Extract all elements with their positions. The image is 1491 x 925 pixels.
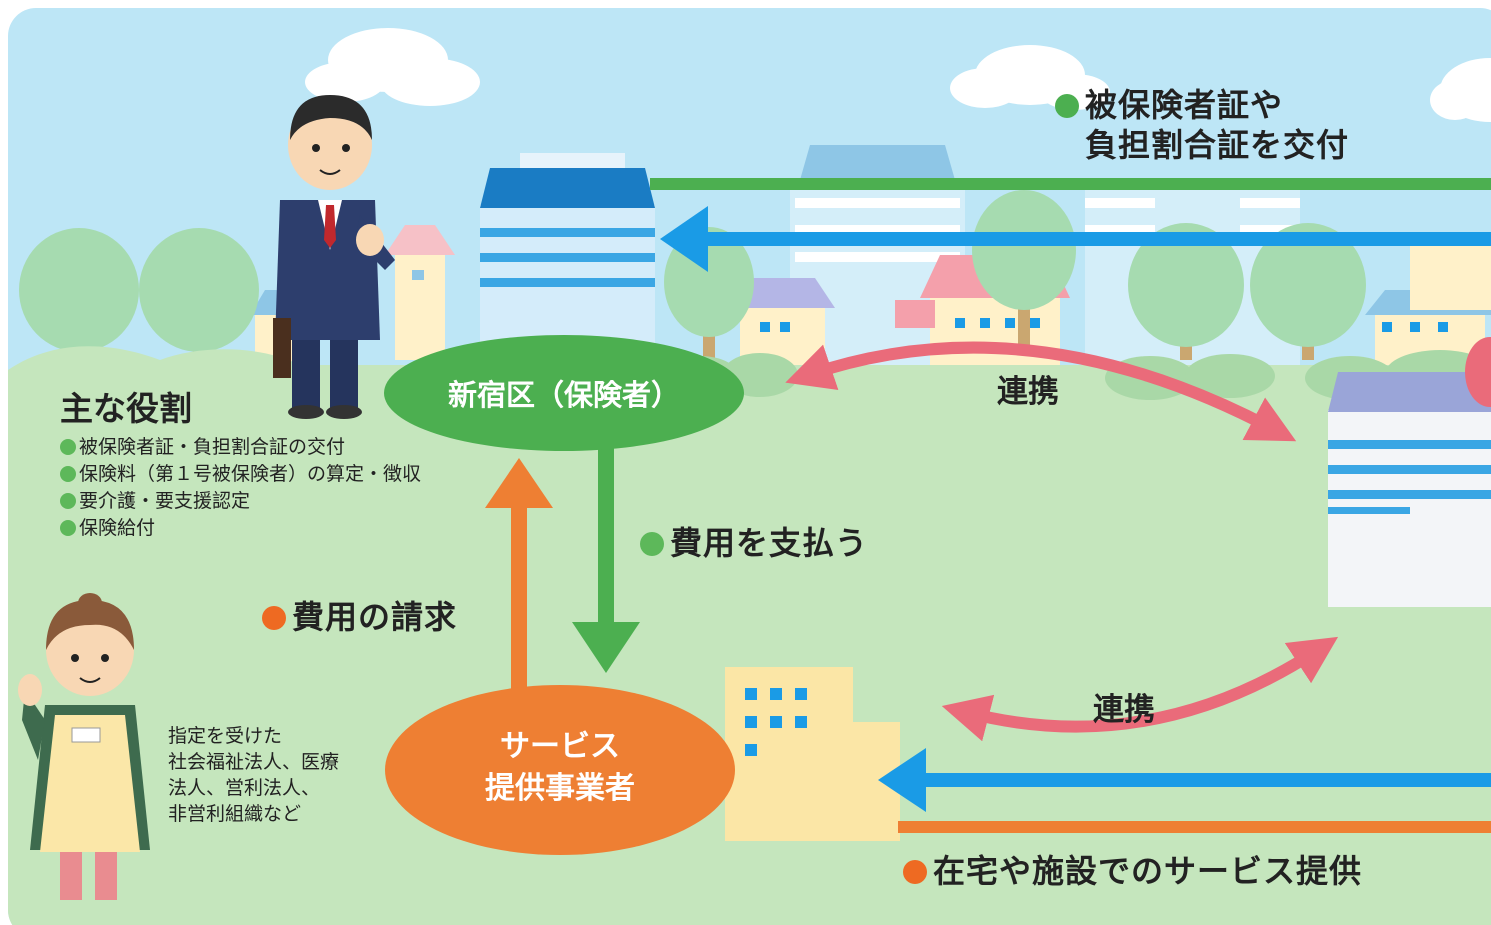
roles-item-text: 保険給付 [79,517,156,539]
provider-label-line2: 提供事業者 [485,771,635,806]
green-dot-icon [60,493,76,509]
roles-title: 主な役割 [60,389,192,428]
service-line [898,821,1491,833]
green-dot-icon [60,520,76,536]
provider-node [385,685,735,855]
house [385,225,455,360]
claim-label: 費用の請求 [262,592,457,638]
provider-note-line: 社会福祉法人、医療 [168,751,340,773]
roles-item-text: 要介護・要支援認定 [79,490,251,512]
green-dot-icon [60,466,76,482]
service-label: 在宅や施設でのサービス提供 [903,846,1362,892]
tree [1250,223,1366,360]
claim-label-text: 費用の請求 [292,598,458,636]
issue-label: 被保険者証や 負担割合証を交付 [1055,85,1349,165]
blue-arrow-bottom [878,748,1491,812]
green-dot-icon [1055,94,1079,118]
roles-block: 主な役割 被保険者証・負担割合証の交付 保険料（第１号被保険者）の算定・徴収 要… [60,382,421,542]
pay-arrow [572,445,640,673]
provider-note-line: 非営利組織など [168,803,302,825]
cooperation-arrow-bottom [941,636,1339,742]
provider-note-line: 法人、営利法人、 [168,777,321,799]
roles-list: 被保険者証・負担割合証の交付 保険料（第１号被保険者）の算定・徴収 要介護・要支… [60,434,421,542]
pay-label-text: 費用を支払う [670,524,869,562]
issue-label-line1: 被保険者証や [1085,86,1284,124]
cooperation-label-top: 連携 [997,374,1059,410]
provider-label: サービス 提供事業者 [430,726,690,810]
claim-arrow [485,458,553,695]
service-label-text: 在宅や施設でのサービス提供 [933,852,1363,890]
cloud-icon [305,28,480,106]
roles-item-text: 保険料（第１号被保険者）の算定・徴収 [79,463,422,485]
businessman-figure [273,95,395,419]
orange-dot-icon [903,860,927,884]
city-building [480,153,655,345]
list-item: 要介護・要支援認定 [60,488,421,515]
provider-note: 指定を受けた 社会福祉法人、医療 法人、営利法人、 非営利組織など [168,723,339,827]
issue-label-line2: 負担割合証を交付 [1085,126,1350,164]
orange-dot-icon [262,606,286,630]
blue-arrow-top [660,206,1491,272]
insurer-node [384,335,744,451]
cloud-icon [1430,58,1491,122]
house [1410,235,1491,310]
caregiver-figure [18,593,150,900]
office-building [1328,337,1491,607]
hospital-building [725,667,900,841]
cooperation-label-bottom: 連携 [1093,692,1155,728]
tree [972,190,1076,350]
green-dot-icon [640,532,664,556]
cooperation-arrow-top [785,341,1297,442]
roles-item-text: 被保険者証・負担割合証の交付 [79,436,346,458]
list-item: 被保険者証・負担割合証の交付 [60,434,421,461]
list-item: 保険給付 [60,515,421,542]
green-dot-icon [60,439,76,455]
list-item: 保険料（第１号被保険者）の算定・徴収 [60,461,421,488]
provider-label-line1: サービス [500,729,620,764]
pay-label: 費用を支払う [640,518,868,564]
ground [8,346,1491,925]
issue-line [650,178,1491,190]
insurer-label: 新宿区（保険者） [447,378,680,412]
provider-note-line: 指定を受けた [168,725,283,747]
